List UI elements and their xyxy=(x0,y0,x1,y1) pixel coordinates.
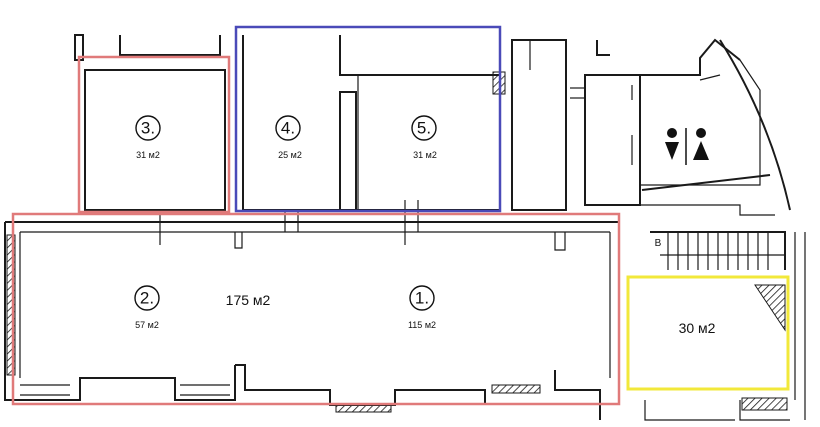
yellow-room-outline xyxy=(626,275,790,391)
rooms-4-5-outline xyxy=(234,25,502,213)
room-1-area: 115 м2 xyxy=(408,320,436,330)
room-3-outline xyxy=(77,55,231,214)
room-4-area: 25 м2 xyxy=(278,150,302,160)
hatched-walls xyxy=(6,71,788,413)
female-icon xyxy=(693,128,709,160)
room-3-area: 31 м2 xyxy=(136,150,160,160)
hall-total-area: 175 м2 xyxy=(226,292,271,308)
main-hall-outline xyxy=(11,212,621,406)
room-3-number: 3. xyxy=(141,119,155,138)
room-5-area: 31 м2 xyxy=(413,150,437,160)
room-2-area: 57 м2 xyxy=(135,320,159,330)
room-1-number: 1. xyxy=(415,289,429,308)
yellow-room-area: 30 м2 xyxy=(679,320,716,336)
stairs: В xyxy=(655,232,785,270)
room-4-label: 4. 25 м2 xyxy=(275,115,302,160)
room-5-number: 5. xyxy=(417,119,431,138)
walls xyxy=(4,34,806,421)
room-5-label: 5. 31 м2 xyxy=(411,115,437,160)
room-4-number: 4. xyxy=(281,119,295,138)
stairs-label: В xyxy=(655,238,662,249)
room-2-number: 2. xyxy=(140,289,154,308)
room-2-label: 2. 57 м2 xyxy=(134,285,160,330)
room-3-label: 3. 31 м2 xyxy=(135,115,161,160)
room-1-label: 1. 115 м2 xyxy=(408,285,436,330)
male-icon xyxy=(665,128,679,160)
highlights xyxy=(11,25,790,406)
